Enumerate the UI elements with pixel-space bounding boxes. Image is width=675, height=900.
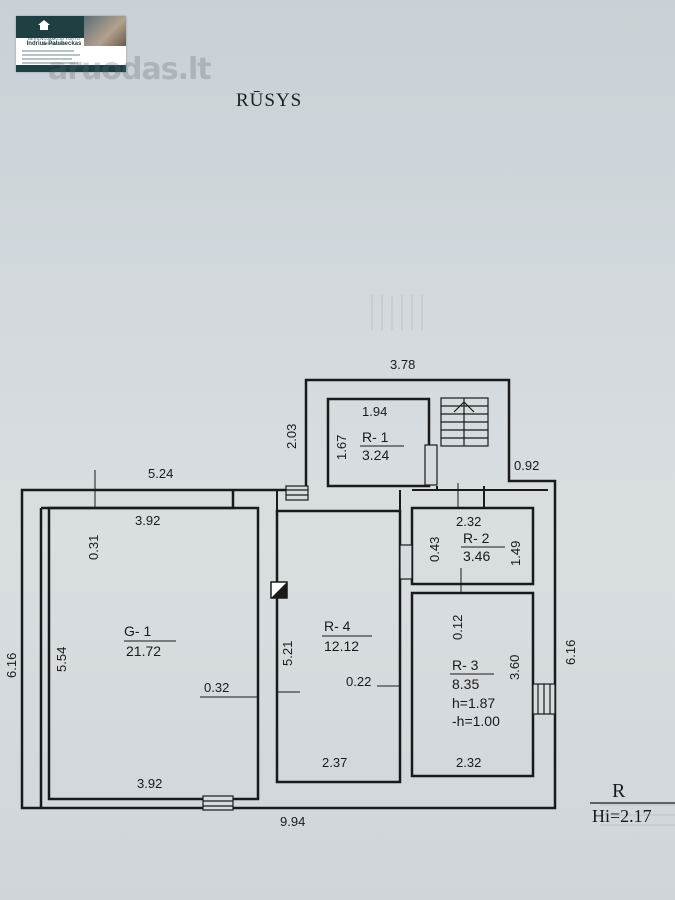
room-labels: G- 1 21.72 R- 1 3.24 R- 2 3.46 R- 3 8.35…: [124, 429, 505, 729]
staircase: [440, 397, 489, 447]
door-symbols: [202, 444, 556, 811]
room-r2-id: R- 2: [463, 530, 490, 546]
broker-logo-card: NEKILNOJAMOJO TURTO BROKERIS Indrius Pal…: [16, 16, 126, 72]
dim-bottom-width: 9.94: [280, 814, 305, 829]
handshake-photo: [84, 16, 126, 46]
dim-g1-wall-right: 0.32: [204, 680, 229, 695]
logo-text-line: [22, 54, 80, 56]
dim-r1-height: 1.67: [334, 435, 349, 460]
exterior-wall-outline: [20, 378, 557, 810]
legend-height: Hi=2.17: [592, 806, 652, 826]
dim-stair-block-height: 2.03: [284, 424, 299, 449]
logo-broker-name: Indrius Palubeckas: [26, 41, 82, 47]
plan-title: RŪSYS: [236, 90, 303, 111]
room-r4: [275, 509, 402, 784]
background-grid-marks: [371, 295, 675, 826]
corridor-wall: [276, 486, 548, 511]
dim-right-step: 0.92: [514, 458, 539, 473]
dim-right-height: 6.16: [563, 640, 578, 665]
aruodas-watermark: aruodas.lt: [48, 52, 212, 87]
dim-r3-bottom: 2.32: [456, 755, 481, 770]
dimension-labels: 3.78 2.03 0.92 5.24 9.94 6.16 6.16 3.92 …: [4, 357, 578, 829]
dim-left-height: 6.16: [4, 653, 19, 678]
legend: R Hi=2.17: [590, 780, 675, 826]
room-r1-area: 3.24: [362, 447, 389, 463]
logo-text-line: [22, 50, 74, 52]
room-r2-area: 3.46: [463, 548, 490, 564]
dim-r4-bottom: 2.37: [322, 755, 347, 770]
chimney-symbol: [270, 581, 288, 599]
room-r4-area: 12.12: [324, 638, 359, 654]
logo-footer-band: [16, 65, 126, 72]
dim-r2-height: 1.49: [508, 541, 523, 566]
dim-r2-wall: 0.43: [427, 537, 442, 562]
room-g1-id: G- 1: [124, 623, 151, 639]
room-r3-note1: h=1.87: [452, 695, 495, 711]
room-g1: [47, 506, 260, 801]
dim-r4-height: 5.21: [280, 641, 295, 666]
dim-g1-wall-top: 0.31: [86, 535, 101, 560]
room-r1: [326, 397, 431, 488]
room-g1-area: 21.72: [126, 643, 161, 659]
interior-wall-line: [41, 490, 235, 510]
dim-g1-top: 3.92: [135, 513, 160, 528]
room-r3-id: R- 3: [452, 657, 479, 673]
dim-r2-width: 2.32: [456, 514, 481, 529]
dim-top-width: 5.24: [148, 466, 173, 481]
dim-r3-wall: 0.12: [450, 615, 465, 640]
legend-letter: R: [612, 780, 626, 802]
dimension-lines: [94, 470, 462, 698]
logo-text-line: [22, 62, 78, 64]
room-r4-id: R- 4: [324, 618, 351, 634]
logo-text-line: [22, 58, 72, 60]
dim-r4-wall: 0.22: [346, 674, 371, 689]
dim-r3-height: 3.60: [507, 655, 522, 680]
room-r1-id: R- 1: [362, 429, 389, 445]
room-r3-note2: -h=1.00: [452, 713, 500, 729]
room-r3-area: 8.35: [452, 676, 479, 692]
dim-g1-height: 5.54: [54, 647, 69, 672]
dim-stair-block-width: 3.78: [390, 357, 415, 372]
house-icon: [38, 20, 50, 30]
dim-r1-width: 1.94: [362, 404, 387, 419]
logo-tagline: NEKILNOJAMOJO TURTO BROKERIS: [27, 36, 81, 46]
dim-g1-bottom: 3.92: [137, 776, 162, 791]
